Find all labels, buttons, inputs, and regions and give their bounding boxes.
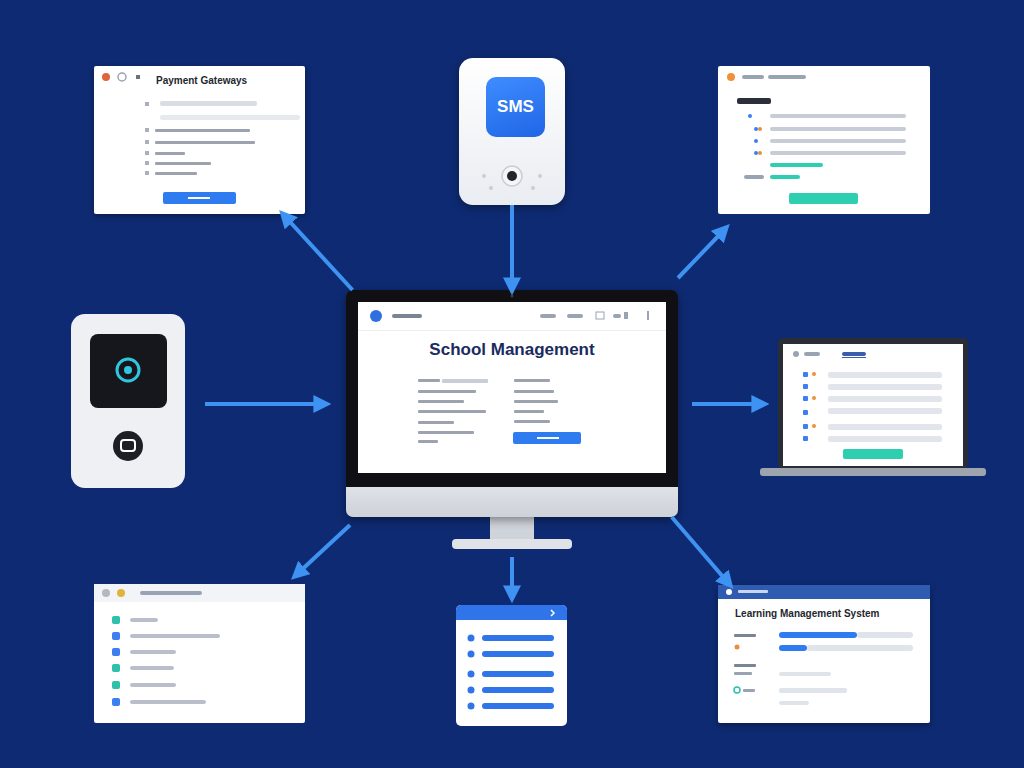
monitor-stand bbox=[452, 517, 572, 549]
monitor-title: School Management bbox=[358, 340, 666, 360]
central-monitor: School Management bbox=[346, 290, 678, 517]
lms-window: Learning Management System bbox=[718, 585, 930, 723]
records-window bbox=[94, 584, 305, 723]
sms-badge: SMS bbox=[486, 77, 545, 137]
dashboard-window bbox=[718, 66, 930, 214]
monitor-screen-details bbox=[358, 295, 666, 445]
connector-arrow bbox=[672, 517, 730, 585]
window-title: Payment Gateways bbox=[156, 75, 247, 86]
sms-device: SMS bbox=[459, 58, 565, 205]
payment-window-details bbox=[102, 73, 300, 204]
window-title: Learning Management System bbox=[735, 608, 879, 619]
monitor-screen: School Management bbox=[358, 302, 666, 473]
lms-window-details bbox=[718, 585, 930, 705]
sms-device-details bbox=[482, 166, 542, 190]
list-window bbox=[456, 605, 567, 726]
biometric-device bbox=[71, 314, 185, 488]
payment-window: Payment Gateways bbox=[94, 66, 305, 214]
connector-arrow bbox=[510, 205, 514, 290]
connector-arrow bbox=[205, 228, 764, 598]
connector-arrow bbox=[283, 214, 353, 290]
laptop bbox=[760, 338, 986, 476]
